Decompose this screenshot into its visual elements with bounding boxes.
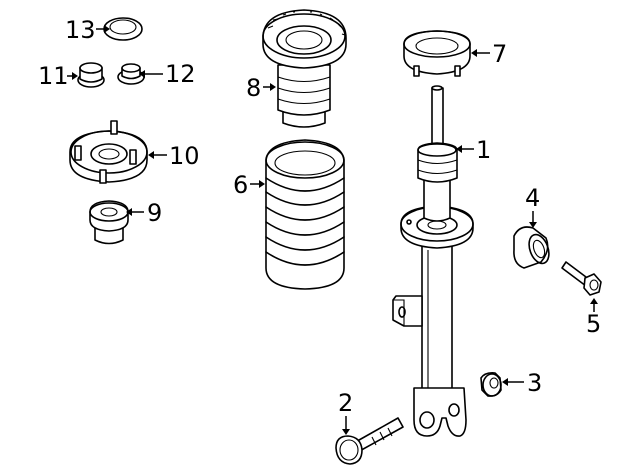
bolt-part <box>561 261 602 296</box>
callout-2: 2 <box>338 389 353 417</box>
callout-1: 1 <box>476 136 491 164</box>
upper-mount-part <box>69 120 148 184</box>
callout-10: 10 <box>169 142 200 170</box>
callout-7: 7 <box>492 40 507 68</box>
callout-3: 3 <box>527 369 542 397</box>
callout-8: 8 <box>246 74 261 102</box>
callout-labels: 13 11 12 10 9 8 6 7 1 4 5 3 2 <box>38 16 601 417</box>
callout-5: 5 <box>586 310 601 338</box>
bump-stop-part <box>89 200 129 245</box>
strut-part <box>392 85 474 437</box>
spring-seat-part <box>403 30 471 77</box>
callout-13: 13 <box>65 16 96 44</box>
callout-6: 6 <box>233 171 248 199</box>
bushing-part <box>513 226 550 269</box>
flange-nut-part <box>480 372 502 397</box>
callout-11: 11 <box>38 62 69 90</box>
callout-4: 4 <box>525 184 540 212</box>
mounting-bolt-part <box>335 417 404 465</box>
dust-boot-part <box>262 9 347 128</box>
cap-part <box>77 62 105 88</box>
coil-spring-part <box>265 139 345 290</box>
nut-cap-part <box>117 63 145 85</box>
callout-arrows <box>67 25 598 435</box>
callout-12: 12 <box>165 60 196 88</box>
callout-9: 9 <box>147 199 162 227</box>
